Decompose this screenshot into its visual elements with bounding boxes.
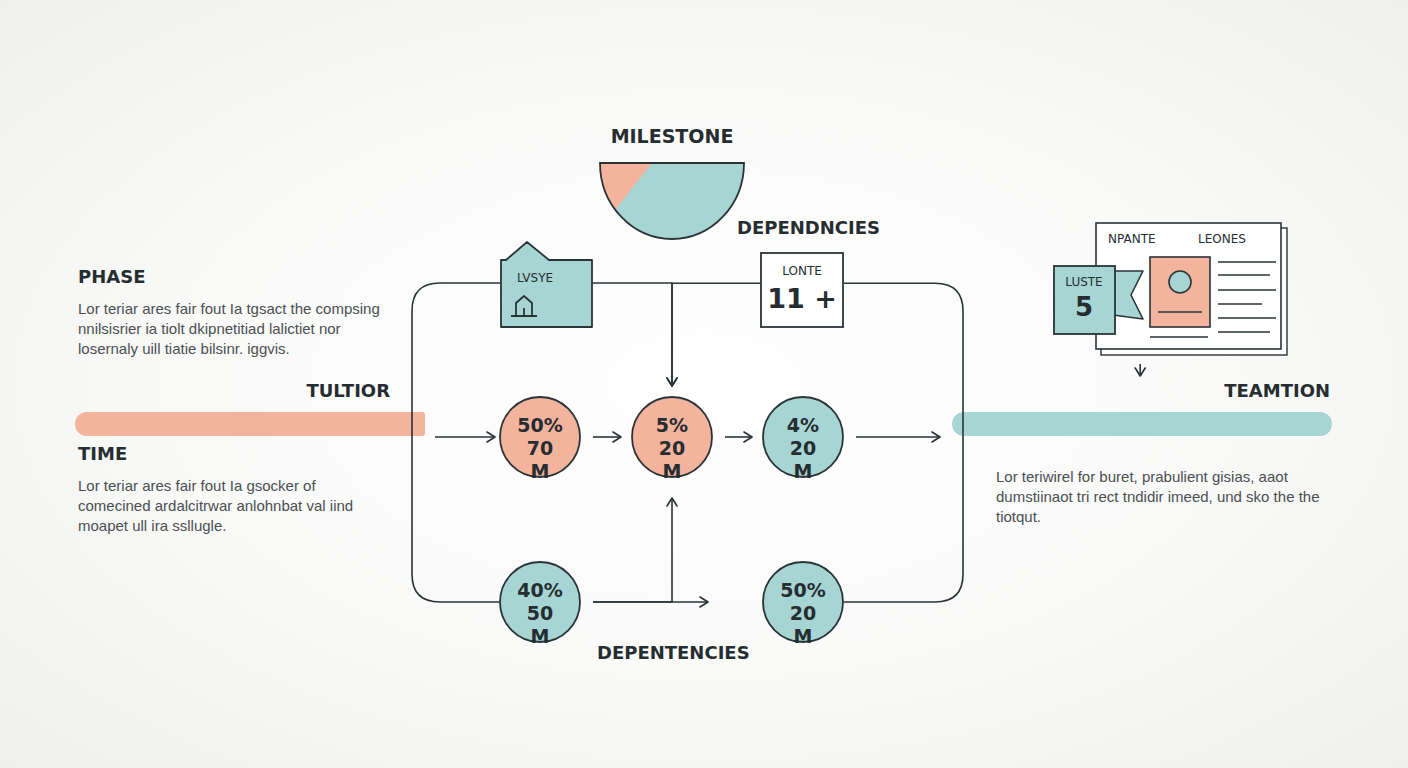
connector [593, 283, 672, 386]
section-heading: PHASE [78, 266, 278, 288]
semicircle-fill [600, 163, 744, 239]
metric-circle: 50% 20 M [762, 561, 844, 643]
text-line [1218, 303, 1262, 304]
node-label: MILESTONE [596, 125, 748, 148]
timeline-band [75, 412, 425, 436]
timeline-bar: TEAMTION [952, 380, 1332, 440]
timeline-bar: TULTIOR [75, 380, 425, 440]
connector [1139, 364, 1141, 376]
portrait-head [1169, 271, 1191, 293]
connector [593, 498, 672, 602]
connector [593, 436, 621, 438]
node-value: 11 + [760, 283, 844, 315]
metric-circle: 4% 20 M [762, 396, 844, 478]
milestone-semicircle: MILESTONE [596, 125, 748, 241]
house-icon [511, 296, 537, 316]
text-line [1218, 317, 1276, 318]
node-label: 40% 50 M [515, 579, 565, 648]
tag-shape [501, 242, 592, 327]
text-lines [1150, 262, 1276, 337]
connector [672, 283, 760, 386]
node-label: LUSTE [1053, 275, 1115, 289]
text-line [1218, 289, 1276, 290]
section-heading: DEPENTENCIES [597, 642, 797, 664]
box-shape [761, 253, 843, 327]
node-label: LONTE [760, 264, 844, 278]
text-line [1218, 261, 1276, 262]
node-label: LVSYE [504, 271, 566, 285]
connector [593, 601, 708, 603]
card-shape [1096, 223, 1281, 349]
flag-box: LUSTE 5 [1053, 265, 1145, 335]
node-label: TEAMTION [952, 380, 1330, 402]
connector [844, 283, 963, 602]
node-label: 50% 70 M [515, 414, 565, 483]
portrait-square [1150, 257, 1210, 327]
flag-box-shape [1054, 266, 1115, 334]
text-line [1150, 336, 1208, 337]
node-label: 50% 20 M [778, 579, 828, 648]
node-label: NPANTE [1108, 232, 1188, 246]
body-text: Lor teriar ares fair fout Ia tgsact the … [78, 299, 383, 359]
connector [856, 436, 940, 438]
semicircle-border [600, 163, 744, 239]
semicircle-wedge [600, 163, 652, 210]
section-heading: TIME [78, 443, 278, 465]
connector [412, 283, 500, 602]
text-line [1218, 274, 1270, 275]
connector [725, 436, 752, 438]
node-value: LEONES [1198, 232, 1278, 246]
metric-circle: 50% 70 M [499, 396, 581, 478]
body-text: Lor teriwirel for buret, prabulient gisi… [996, 467, 1352, 527]
connector [435, 436, 495, 438]
text-line [1218, 331, 1270, 332]
node-label: 4% 20 M [778, 414, 828, 483]
portrait-line [1158, 311, 1202, 312]
count-box: LONTE 11 + [760, 252, 844, 328]
timeline-band [952, 412, 1332, 436]
node-value: 5 [1053, 292, 1115, 323]
metric-circle: 40% 50 M [499, 561, 581, 643]
metric-circle: 5% 20 M [631, 396, 713, 478]
node-label: 5% 20 M [647, 414, 697, 483]
tag-box: LVSYE [500, 240, 593, 328]
ribbon-shape [1113, 271, 1143, 319]
section-heading: DEPENDNCIES [737, 217, 937, 239]
body-text: Lor teriar ares fair fout Ia gsocker of … [78, 476, 370, 536]
node-label: TULTIOR [75, 380, 390, 402]
